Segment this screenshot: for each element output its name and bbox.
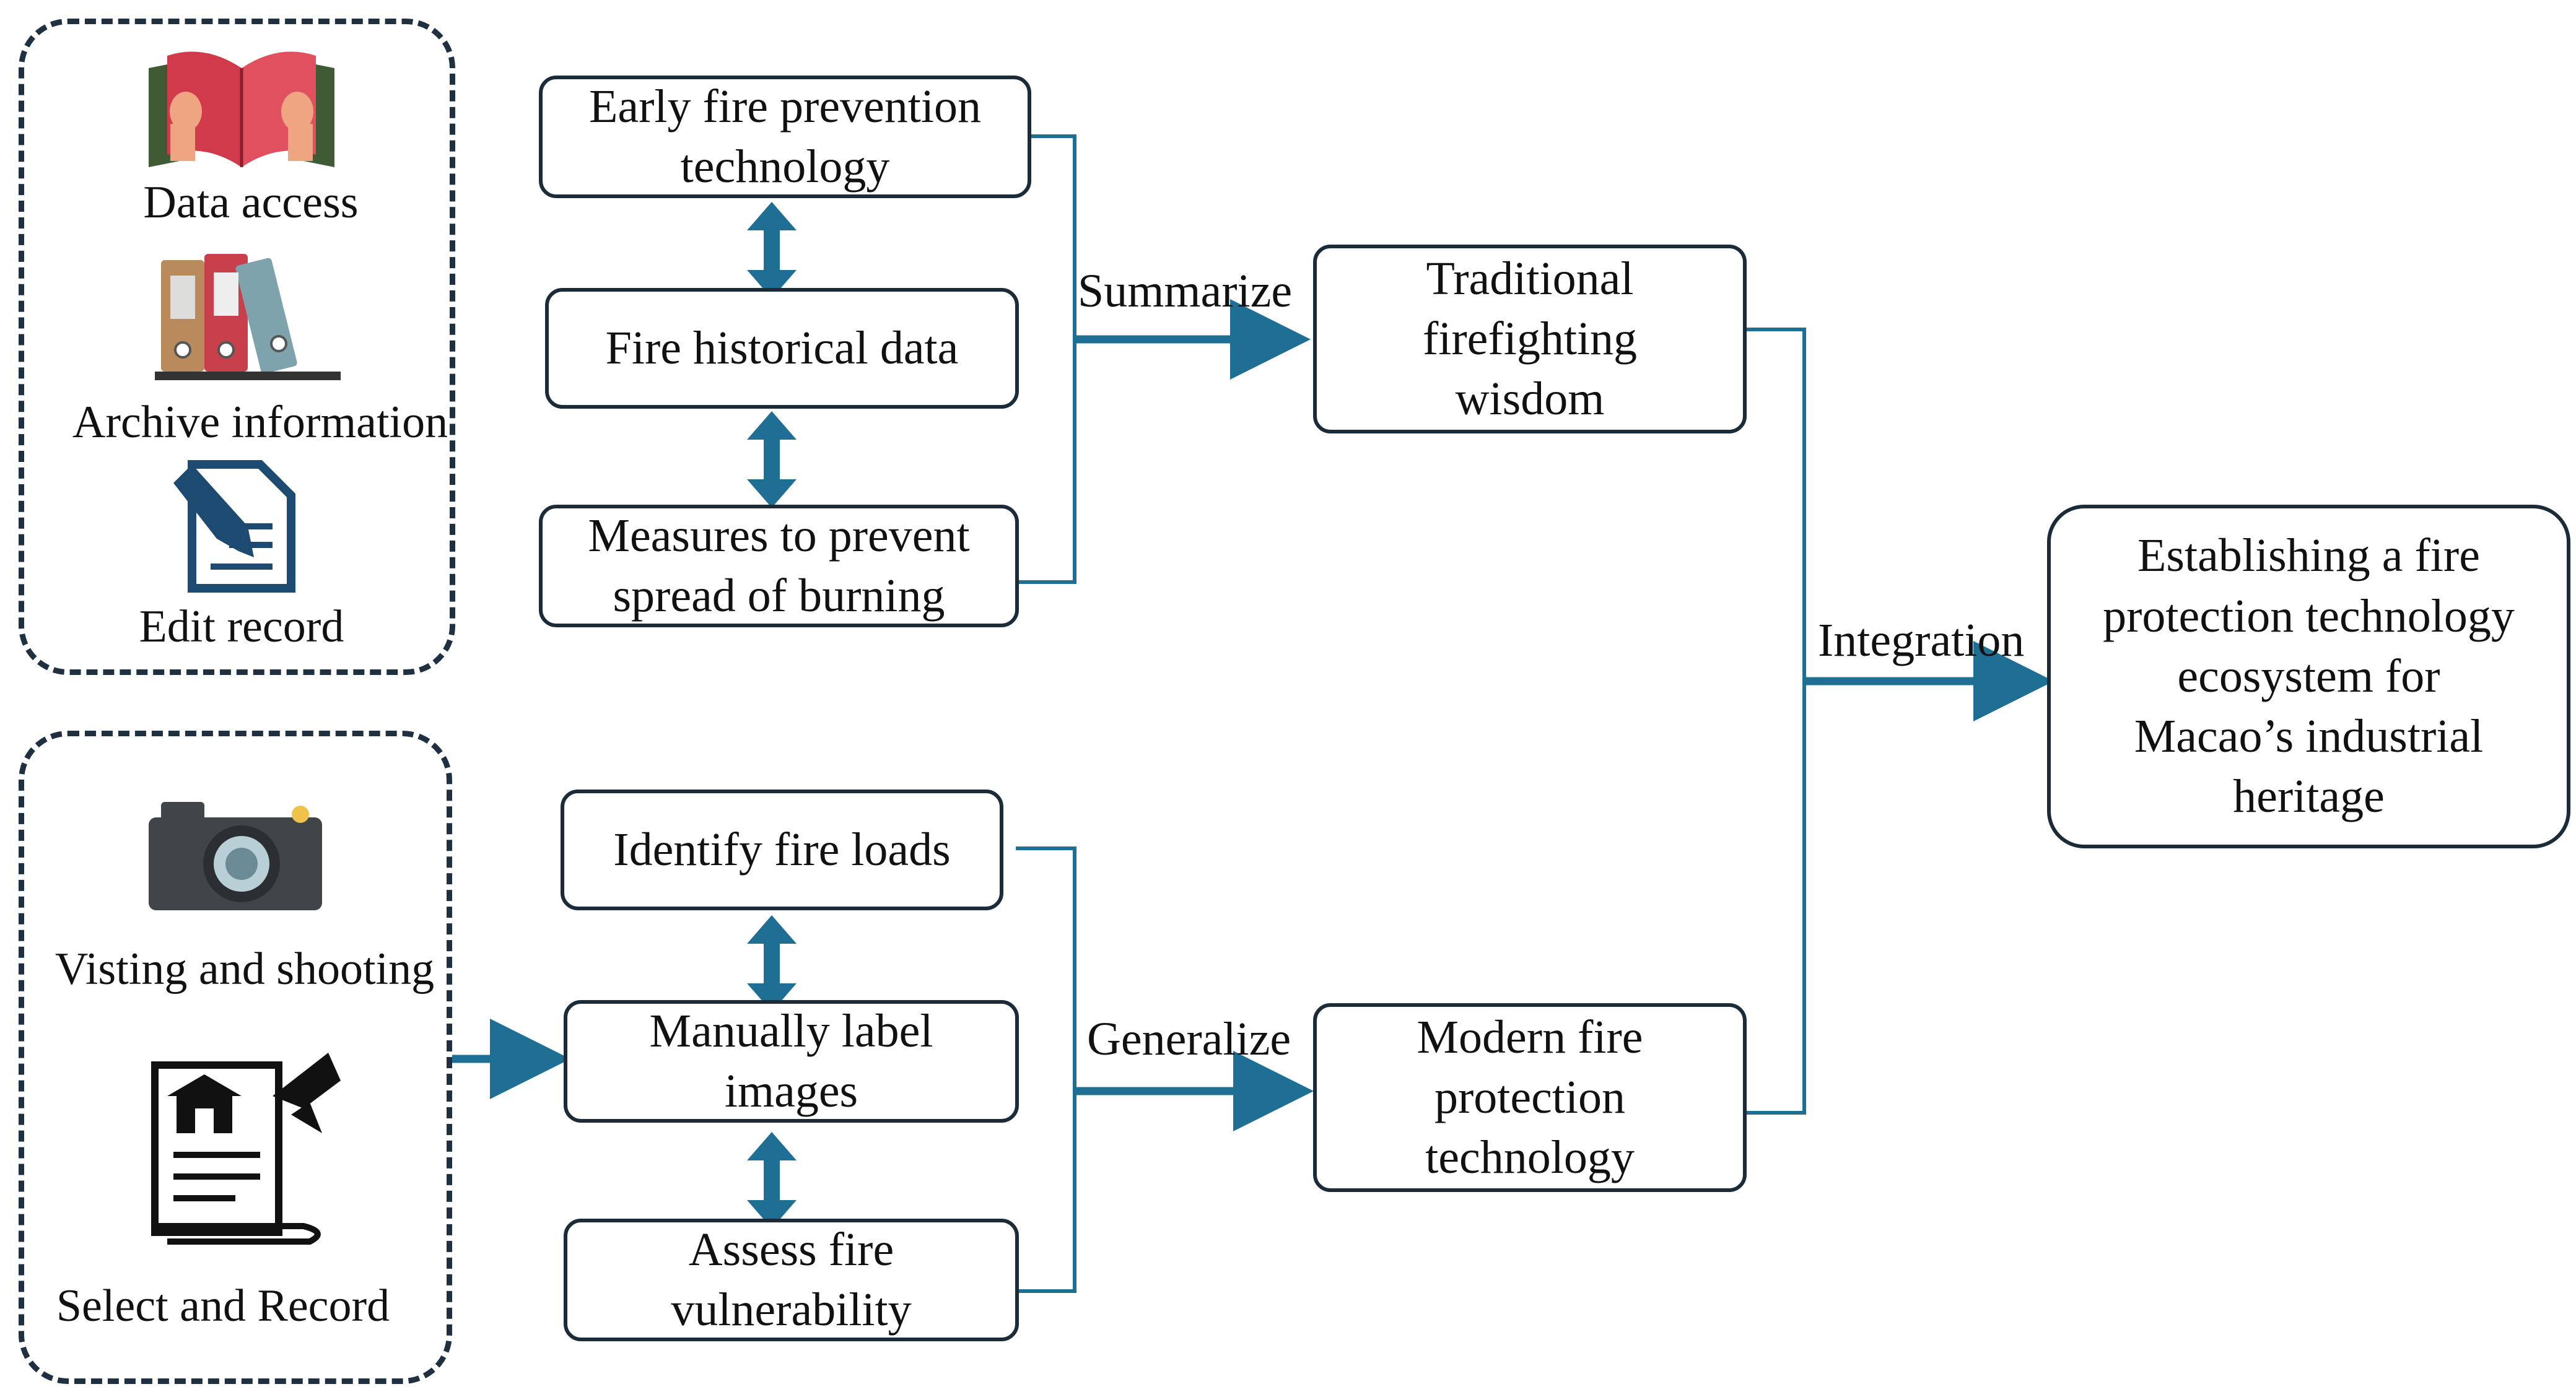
binders-icon bbox=[155, 254, 341, 380]
source-label-archive-information: Archive information bbox=[72, 397, 448, 448]
edge-label-summarize: Summarize bbox=[1078, 265, 1293, 317]
heritage-scroll-icon bbox=[151, 1053, 341, 1245]
edit-document-icon bbox=[173, 460, 295, 593]
source-label-visiting-and-shooting: Visting and shooting bbox=[55, 944, 435, 994]
source-group-bottom bbox=[19, 731, 452, 1384]
box-identify-fire-loads: Identify fire loads bbox=[561, 790, 1003, 910]
right-bracket bbox=[1742, 328, 1806, 1115]
open-book-icon bbox=[149, 51, 334, 167]
camera-icon bbox=[149, 802, 322, 910]
double-arrow-top-1 bbox=[747, 202, 797, 298]
top-bracket bbox=[1016, 134, 1076, 584]
source-label-select-and-record: Select and Record bbox=[56, 1281, 390, 1331]
double-arrow-top-2 bbox=[747, 411, 797, 508]
box-fire-historical-data: Fire historical data bbox=[545, 288, 1019, 409]
edge-label-generalize: Generalize bbox=[1087, 1013, 1291, 1065]
box-result-ecosystem: Establishing a fire protection technolog… bbox=[2047, 505, 2570, 848]
bottom-bracket bbox=[1016, 846, 1076, 1293]
double-arrow-bottom-2 bbox=[747, 1132, 797, 1229]
edge-label-integration: Integration bbox=[1818, 614, 2025, 666]
source-label-data-access: Data access bbox=[143, 177, 359, 228]
source-label-edit-record: Edit record bbox=[139, 601, 344, 652]
double-arrow-bottom-1 bbox=[747, 915, 797, 1012]
source-group-top bbox=[19, 19, 455, 675]
